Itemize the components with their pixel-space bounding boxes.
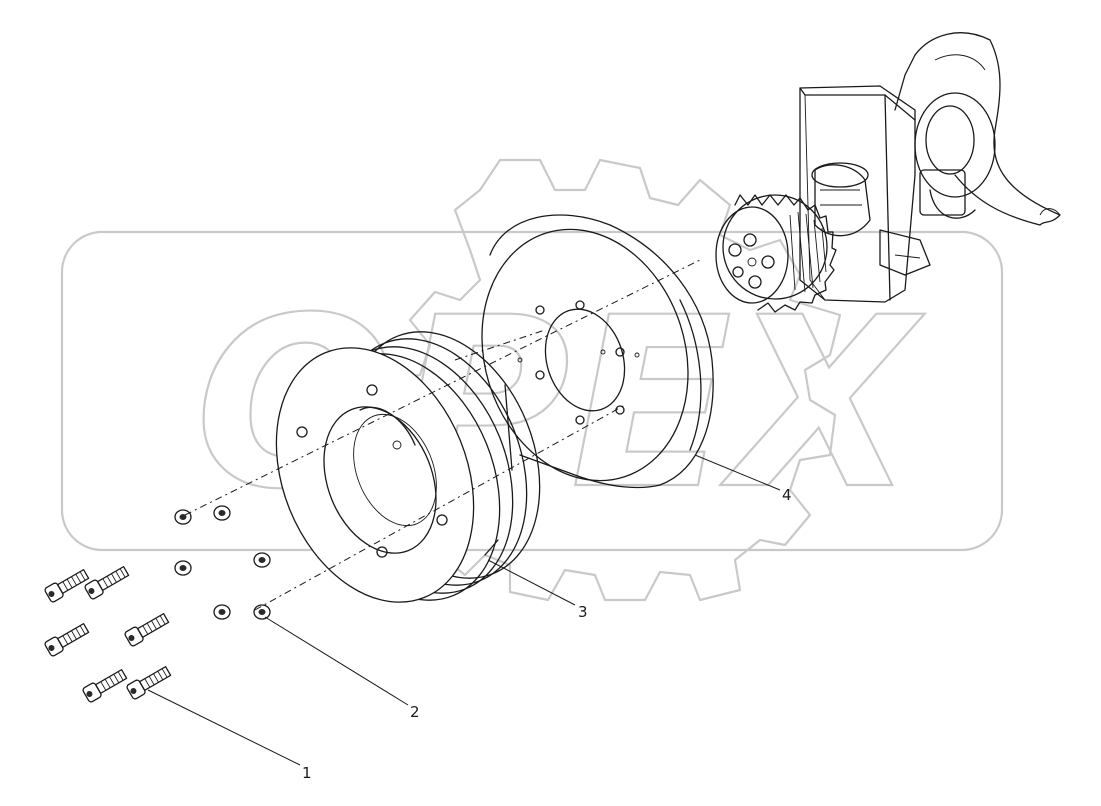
washer: [213, 505, 231, 521]
watermark-rounded-box: [60, 230, 1004, 552]
assembly-centerlines: [184, 259, 701, 611]
part-1-bolts: [44, 566, 172, 703]
leader-lines: [147, 454, 781, 766]
watermark-logo: OPEX: [60, 158, 1004, 602]
washer: [174, 509, 192, 525]
callout-2: 2: [410, 703, 420, 721]
washer: [253, 604, 271, 620]
bolt: [124, 613, 170, 647]
callout-4: 4: [782, 486, 792, 504]
bolt: [126, 666, 172, 700]
leader-line-1: [147, 689, 301, 766]
washer: [174, 560, 192, 576]
crankshaft-assembly: [715, 32, 1061, 313]
callout-labels: 1 2 3 4: [302, 486, 792, 782]
washer: [253, 552, 271, 568]
washer: [213, 604, 231, 620]
part-2-washers: [174, 505, 271, 620]
part-3-pulley: [275, 331, 541, 603]
bolt: [44, 569, 90, 603]
callout-3: 3: [578, 603, 588, 621]
callout-1: 1: [302, 764, 312, 782]
bolt: [82, 669, 128, 703]
leader-line-2: [264, 616, 409, 706]
leader-line-3: [487, 559, 576, 606]
leader-line-4: [694, 454, 781, 491]
bolt: [44, 623, 90, 657]
bolt: [84, 566, 130, 600]
